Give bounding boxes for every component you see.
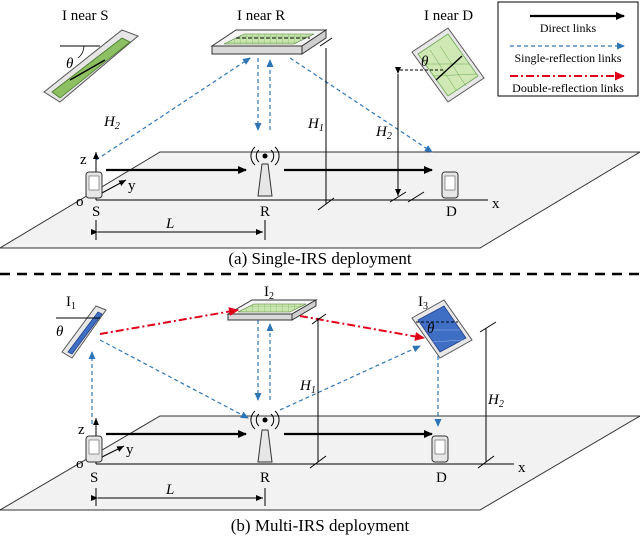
- label-r-top: R: [260, 204, 270, 220]
- single-reflection-links-top: [95, 57, 433, 161]
- legend-double: Double-reflection links: [512, 81, 624, 95]
- y-axis-bottom: [99, 445, 125, 459]
- device-s-bottom: [85, 435, 103, 463]
- irs-near-s: [43, 29, 139, 103]
- irs-near-r: [210, 29, 328, 55]
- label-irs1: I1: [66, 294, 76, 312]
- axis-x-label-bottom: x: [518, 460, 526, 476]
- theta-label-d: θ: [421, 54, 429, 70]
- y-axis-top: [99, 179, 127, 195]
- caption-single-irs: (a) Single-IRS deployment: [228, 249, 411, 268]
- relay-r-bottom: [250, 410, 280, 463]
- axis-z-label-bottom: z: [78, 422, 85, 438]
- irs-near-d: [411, 27, 485, 103]
- height-h2-top-left: H2: [103, 114, 120, 132]
- label-irs-near-d: I near D: [424, 8, 473, 24]
- theta-label-s: θ: [66, 56, 74, 72]
- legend-single: Single-reflection links: [515, 51, 622, 65]
- label-d-bottom: D: [436, 470, 447, 486]
- origin-label-bottom: o: [76, 456, 84, 472]
- axis-y-label-top: y: [128, 178, 136, 194]
- theta-label-irs3: θ: [427, 321, 435, 337]
- device-d-bottom: [431, 435, 449, 463]
- single-reflection-links-bottom: [88, 320, 442, 427]
- double-reflection-links: [99, 307, 425, 341]
- irs-2: [226, 299, 318, 321]
- label-irs-near-s: I near S: [62, 8, 109, 24]
- legend-direct: Direct links: [540, 21, 597, 35]
- distance-l-bottom: L: [165, 482, 174, 498]
- height-h1-top: H1: [307, 116, 324, 134]
- legend-box: [497, 1, 639, 97]
- label-r-bottom: R: [260, 470, 270, 486]
- theta-label-irs1: θ: [56, 324, 64, 340]
- label-irs3: I3: [418, 294, 428, 312]
- panel-single-irs: θ θ I near S I near R I near D: [0, 8, 640, 268]
- device-s-top: [85, 171, 103, 199]
- panel-multi-irs: θ I1 I2 θ I3: [0, 284, 640, 535]
- caption-multi-irs: (b) Multi-IRS deployment: [231, 516, 410, 535]
- origin-label-top: o: [76, 194, 84, 210]
- label-irs2: I2: [264, 284, 274, 302]
- height-h2-bottom: H2: [487, 392, 504, 410]
- axis-z-label-top: z: [80, 152, 87, 168]
- label-d-top: D: [446, 204, 457, 220]
- label-s-bottom: S: [90, 470, 98, 486]
- irs-1: [61, 305, 107, 359]
- label-s-top: S: [92, 204, 100, 220]
- legend: Direct links Single-reflection links Dou…: [497, 1, 639, 97]
- height-h1-bottom: H1: [299, 378, 316, 396]
- ground-plane-bottom: [0, 415, 640, 511]
- device-d-top: [441, 171, 459, 199]
- relay-r-top: [250, 146, 280, 197]
- axis-x-label-top: x: [492, 196, 500, 212]
- axis-y-label-bottom: y: [126, 442, 134, 458]
- irs-3: [411, 299, 473, 359]
- distance-l-top: L: [165, 216, 174, 232]
- label-irs-near-r: I near R: [237, 8, 285, 24]
- height-h2-top-right: H2: [375, 124, 392, 142]
